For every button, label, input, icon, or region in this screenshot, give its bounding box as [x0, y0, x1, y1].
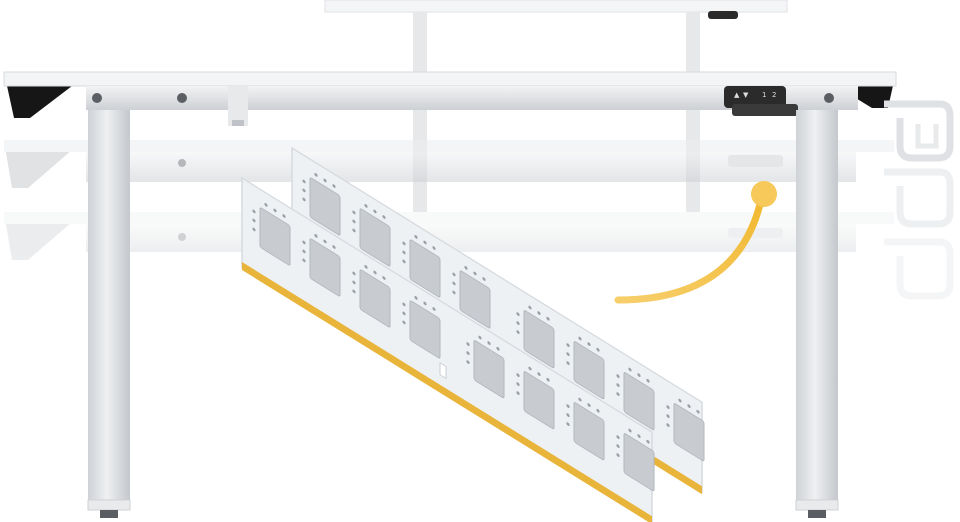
arrow-down-icon[interactable]: ▼ [743, 91, 749, 99]
preset-1-icon[interactable]: 1 [762, 91, 766, 99]
side-hook-ghost-2 [884, 238, 954, 300]
control-panel[interactable]: ▲ ▼ 1 2 [724, 86, 798, 116]
side-hook [884, 100, 954, 162]
beam-screws [92, 93, 834, 103]
preset-2-icon[interactable]: 2 [772, 91, 776, 99]
desk-frame-ghost-middle [4, 140, 894, 188]
desk-leg-right [795, 110, 839, 518]
arrow-up-icon[interactable]: ▲ [734, 91, 740, 99]
desk-frame-ghost-lower [4, 212, 894, 260]
side-hook-ghost-1 [884, 168, 954, 228]
desk-leg-left [87, 110, 131, 518]
memory-modules [241, 146, 705, 522]
memory-callout [614, 181, 777, 304]
memory-module-front [241, 176, 655, 522]
